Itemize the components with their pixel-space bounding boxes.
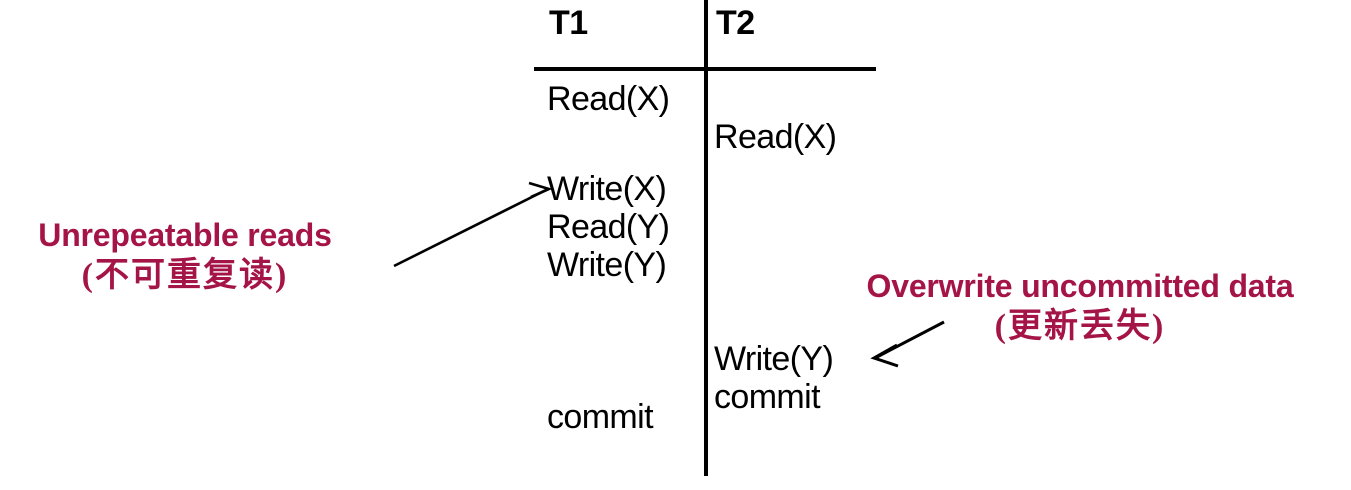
- annotation-unrepeatable-reads: Unrepeatable reads (不可重复读): [0, 215, 370, 297]
- annotation-unrepeatable-reads-title: Unrepeatable reads: [38, 217, 332, 253]
- header-rule: [534, 67, 876, 71]
- arrow-to-write-x-icon: [393, 181, 553, 268]
- operation-t2-commit: commit: [714, 378, 821, 416]
- annotation-overwrite-uncommitted-data: Overwrite uncommitted data (更新丢失): [845, 266, 1315, 348]
- operation-t1-read-x: Read(X): [547, 80, 670, 118]
- operation-t1-write-y: Write(Y): [547, 246, 667, 284]
- operation-t1-commit: commit: [547, 398, 654, 436]
- annotation-overwrite-uncommitted-data-title: Overwrite uncommitted data: [866, 268, 1294, 304]
- operation-t2-read-x: Read(X): [714, 118, 837, 156]
- operation-t1-read-y: Read(Y): [547, 208, 670, 246]
- column-divider: [704, 0, 708, 476]
- operation-t1-write-x: Write(X): [547, 170, 667, 208]
- annotation-overwrite-uncommitted-data-chinese: (更新丢失): [994, 308, 1166, 345]
- annotation-unrepeatable-reads-chinese: (不可重复读): [81, 257, 289, 294]
- column-header-t2: T2: [716, 4, 755, 42]
- column-header-t1: T1: [549, 4, 588, 42]
- operation-t2-write-y: Write(Y): [714, 340, 834, 378]
